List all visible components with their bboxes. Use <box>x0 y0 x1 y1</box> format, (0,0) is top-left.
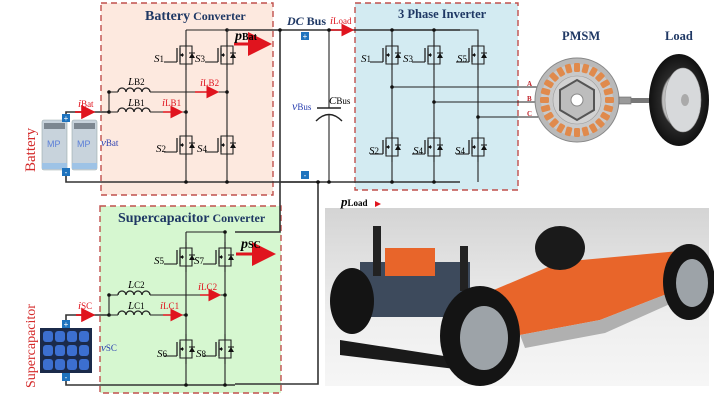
inv-switch-s3-label: S3 <box>403 53 414 65</box>
switch-s4-label: S4 <box>197 143 208 155</box>
inv-switch-s5-label: S5 <box>457 53 468 65</box>
inv-switch-s1-label: S1 <box>361 53 371 65</box>
c-bus-label: CBus <box>329 95 351 107</box>
ev-chassis-photo <box>325 208 714 386</box>
svg-text:-: - <box>304 171 307 180</box>
p-load-arrow <box>375 201 381 207</box>
v-bus-label: vBus <box>292 99 312 113</box>
switch-s8-label: S8 <box>196 348 207 360</box>
supercapacitor-image <box>40 328 92 373</box>
battery-minus-terminal <box>62 168 70 176</box>
battery-label: Battery <box>23 127 39 172</box>
svg-text:-: - <box>65 373 68 382</box>
switch-s6-label: S6 <box>157 348 168 360</box>
phase-c-label: C <box>527 110 532 118</box>
supercapacitor-label: Supercapacitor <box>24 304 39 388</box>
battery-image: MP MP <box>41 119 98 171</box>
v-bat-label: vBat <box>101 137 119 149</box>
inv-switch-s2-label: S2 <box>369 145 379 157</box>
inductor-lb1-label: LB1 <box>127 97 145 109</box>
battery-converter-box <box>100 2 274 196</box>
svg-text:+: + <box>64 114 69 123</box>
battery-plus-terminal <box>62 114 70 122</box>
svg-text:MP: MP <box>77 139 91 149</box>
switch-s7-label: S7 <box>194 255 205 267</box>
switch-s2-label: S2 <box>156 143 166 155</box>
svg-text:-: - <box>65 168 68 177</box>
p-sc-label: pSC <box>240 237 261 252</box>
supercap-plus-terminal <box>62 320 70 328</box>
switch-s3-label: S3 <box>195 53 206 65</box>
inverter-box <box>354 2 519 191</box>
battery-converter-title: Battery Converter <box>145 9 246 24</box>
pmsm-motor-image <box>534 57 653 143</box>
supercap-converter-box <box>99 205 282 394</box>
inductor-lb2-label: LB2 <box>127 76 145 88</box>
inverter-title: 3 Phase Inverter <box>398 7 487 21</box>
i-lc1-label: iLC1 <box>160 300 179 312</box>
inv-switch-s4-label: S4 <box>413 145 424 157</box>
switch-s5-label: S5 <box>154 255 165 267</box>
switch-s1-label: S1 <box>154 53 164 65</box>
svg-text:+: + <box>64 320 69 329</box>
phase-a-label: A <box>527 80 532 88</box>
v-sc-label: vSC <box>101 342 117 354</box>
p-load-label: pLoad <box>340 194 368 209</box>
load-title: Load <box>665 29 693 43</box>
supercap-converter-title: Supercapacitor Converter <box>118 211 266 226</box>
svg-text:MP: MP <box>47 139 61 149</box>
i-lb2-label: iLB2 <box>200 77 219 89</box>
supercap-minus-terminal <box>62 373 70 381</box>
i-lb1-label: iLB1 <box>162 97 181 109</box>
dc-bus-minus <box>301 171 309 179</box>
inductor-lc2-label: LC2 <box>127 279 145 291</box>
i-sc-label: iSC <box>78 300 92 312</box>
inductor-lc1-label: LC1 <box>127 300 145 312</box>
i-bat-label: iBat <box>78 98 94 110</box>
load-wheel-image <box>649 54 709 146</box>
phase-b-label: B <box>527 95 532 103</box>
p-bat-label: pBat <box>234 29 258 44</box>
i-lc2-label: iLC2 <box>198 281 217 293</box>
inv-switch-s6-label: S4 <box>455 145 466 157</box>
dc-bus-label: DC Bus <box>286 14 326 28</box>
dc-bus-plus <box>301 32 309 40</box>
pmsm-title: PMSM <box>562 29 600 43</box>
i-load-label: iLoad <box>330 15 352 27</box>
svg-text:+: + <box>303 32 308 41</box>
